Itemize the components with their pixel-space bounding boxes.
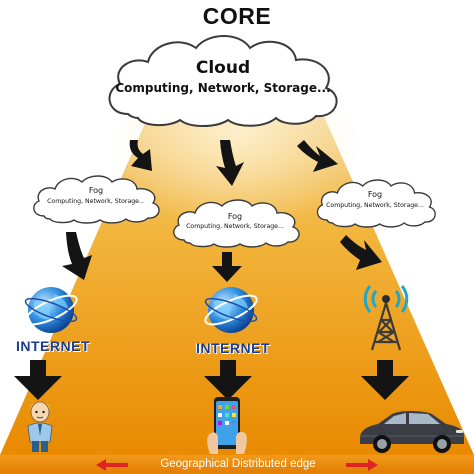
edge-arrow-right [346,459,378,471]
fog-left-shape [33,175,160,224]
fog-right-title: Fog [367,190,383,199]
arrow-internet-left-to-person [14,360,62,400]
cloud-node: Cloud Computing, Network, Storage... [98,28,348,128]
internet-label-left: INTERNET [16,338,90,354]
arrow-cloud-to-fog-right [297,140,338,172]
fog-left-services: Computing, Network, Storage... [47,198,145,205]
arrow-cloud-to-fog-left [129,140,152,171]
fog-node-right: Fog Computing, Network, Storage... [312,176,438,228]
internet-label-middle: INTERNET [196,340,270,356]
edge-arrow-left [96,459,128,471]
edge-label: Geographical Distributed edge [160,458,316,470]
arrow-internet-middle-to-phone [204,360,252,400]
fog-node-middle: Fog Computing, Network, Storage... [168,196,302,248]
arrow-tower-to-car [361,360,409,400]
fog-middle-shape [173,199,300,248]
arrow-fog-middle-to-internet [212,252,242,282]
person-icon [27,401,53,452]
fog-node-left: Fog Computing, Network, Storage... [28,172,164,224]
arrow-fog-right-to-tower [340,235,382,270]
internet-globe-icon-middle [204,287,258,333]
smartphone-icon [207,397,247,454]
fog-right-shape [316,179,436,228]
cloud-shape [108,35,338,127]
fog-left-title: Fog [88,186,104,195]
edge-bar [0,455,474,474]
fog-right-services: Computing, Network, Storage... [326,202,424,209]
car-icon [360,411,464,453]
arrow-fog-left-to-internet [62,232,92,280]
internet-globe-icon-left [24,287,78,333]
arrow-cloud-to-fog-middle [216,140,244,186]
cloud-title: Cloud [195,58,251,78]
core-title: CORE [202,3,272,29]
fog-middle-title: Fog [227,212,243,221]
fog-middle-services: Computing, Network, Storage... [186,223,284,230]
cell-tower-icon [363,285,409,351]
cloud-services: Computing, Network, Storage... [115,81,331,95]
